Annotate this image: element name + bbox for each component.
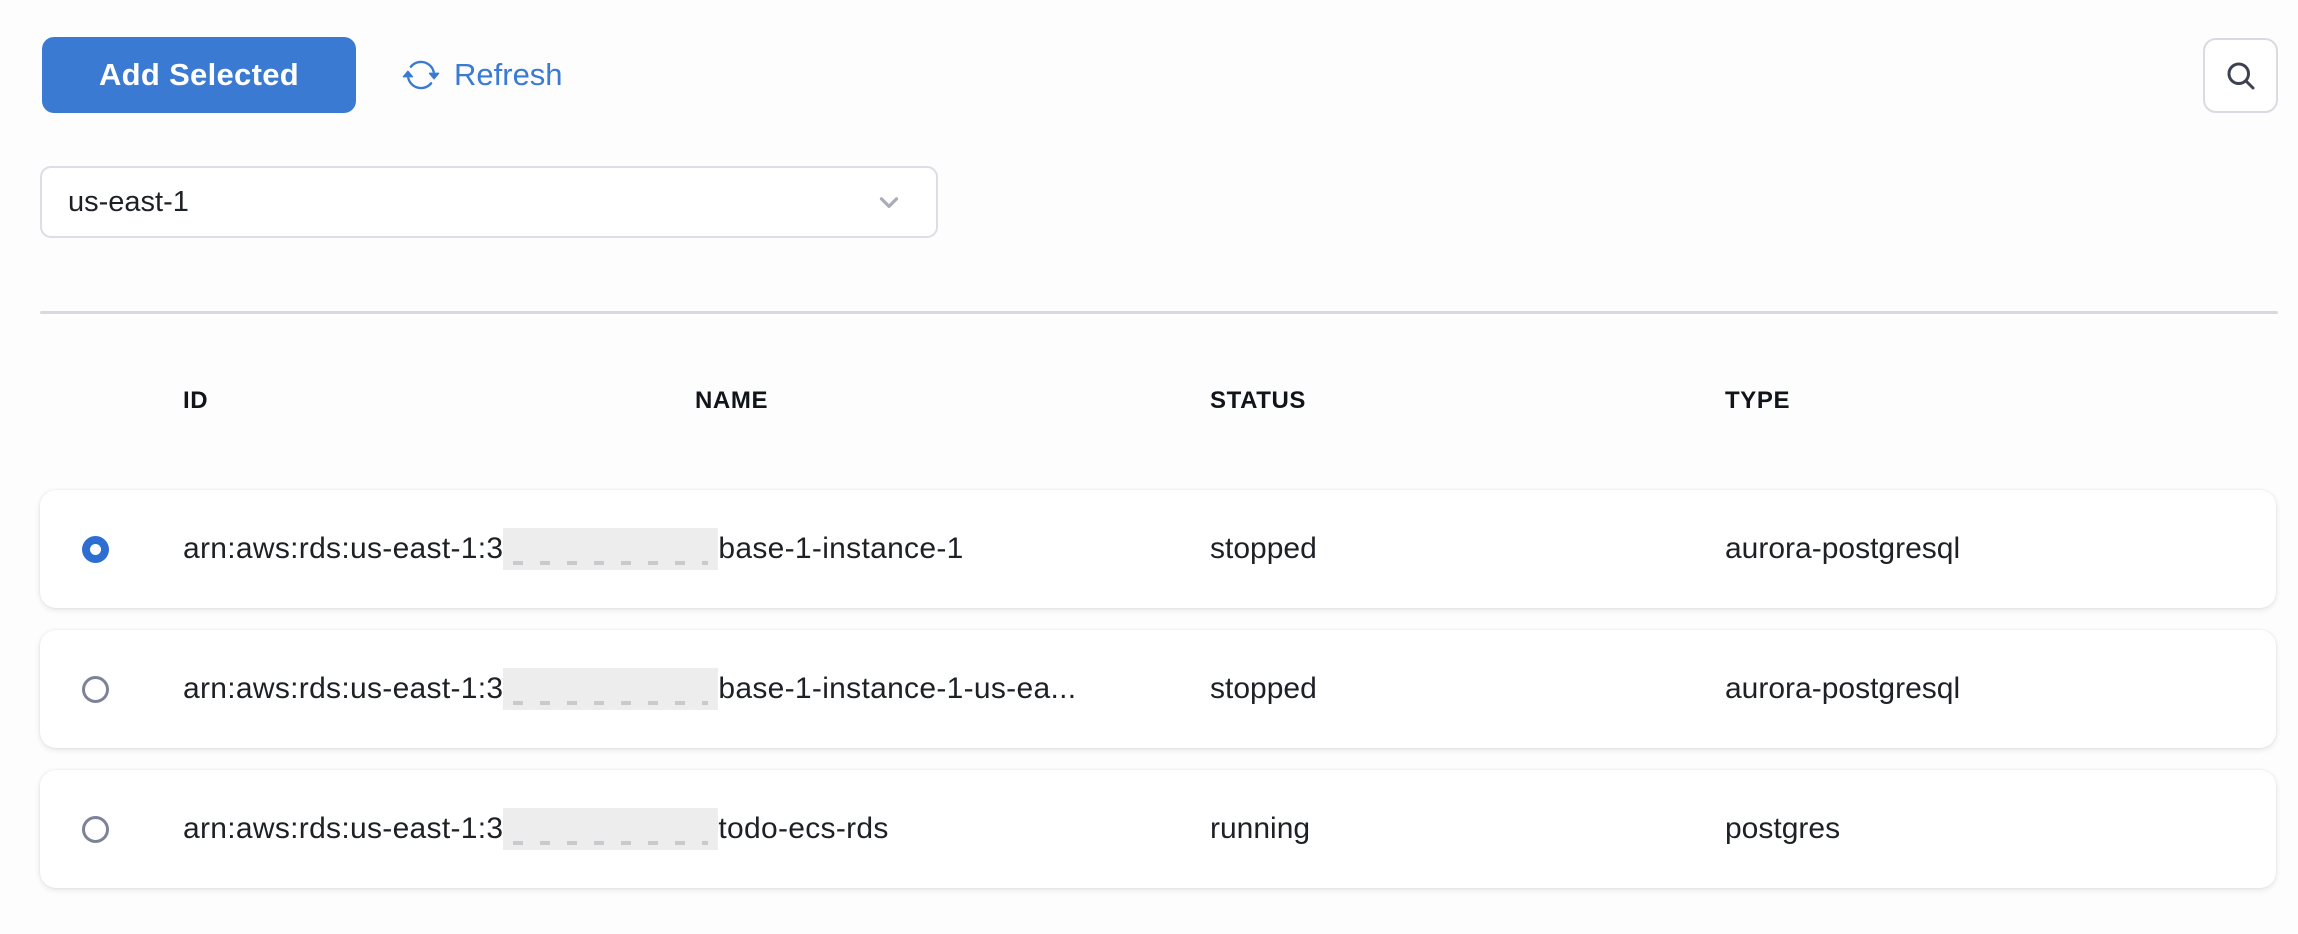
status-value: running (1210, 812, 1311, 845)
instance-id-suffix: base-1-instance-1 (718, 532, 964, 565)
instance-id-prefix: arn:aws:rds:us-east-1:3 (183, 812, 504, 845)
instance-id-suffix: todo-ecs-rds (718, 812, 889, 845)
search-icon (2223, 58, 2259, 94)
chevron-down-icon (874, 187, 904, 217)
region-select[interactable]: us-east-1 (40, 166, 938, 238)
radio-cell (40, 535, 183, 563)
type-value: postgres (1725, 812, 1841, 845)
redacted-text (503, 668, 719, 710)
redacted-text (503, 528, 719, 570)
type-value: aurora-postgresql (1725, 672, 1961, 705)
type-value: aurora-postgresql (1725, 532, 1961, 565)
column-header-status: STATUS (1210, 387, 1307, 414)
instance-id-prefix: arn:aws:rds:us-east-1:3 (183, 672, 504, 705)
table-row[interactable]: arn:aws:rds:us-east-1:3 base-1-instance-1… (40, 490, 2276, 608)
instance-id: arn:aws:rds:us-east-1:3 todo-ecs-rds (183, 808, 1210, 850)
instance-id: arn:aws:rds:us-east-1:3 base-1-instance-1… (183, 668, 1210, 710)
radio-cell (40, 675, 183, 703)
divider (40, 311, 2278, 314)
instance-id-prefix: arn:aws:rds:us-east-1:3 (183, 532, 504, 565)
refresh-icon (402, 56, 440, 94)
refresh-label: Refresh (454, 57, 563, 92)
status-value: stopped (1210, 672, 1317, 705)
column-header-id: ID (183, 387, 209, 414)
refresh-button[interactable]: Refresh (402, 37, 563, 113)
table-header: ID NAME STATUS TYPE (40, 380, 2276, 422)
region-select-value: us-east-1 (68, 185, 189, 218)
add-selected-button[interactable]: Add Selected (42, 37, 356, 113)
column-header-type: TYPE (1725, 387, 1791, 414)
table-row[interactable]: arn:aws:rds:us-east-1:3 base-1-instance-1… (40, 630, 2276, 748)
search-button[interactable] (2203, 38, 2278, 113)
instance-id: arn:aws:rds:us-east-1:3 base-1-instance-1 (183, 528, 1210, 570)
instance-id-suffix: base-1-instance-1-us-ea... (718, 672, 1077, 705)
status-value: stopped (1210, 532, 1317, 565)
radio-button[interactable] (82, 535, 109, 563)
table-row[interactable]: arn:aws:rds:us-east-1:3 todo-ecs-rds runn… (40, 770, 2276, 888)
radio-button[interactable] (82, 815, 109, 843)
radio-cell (40, 815, 183, 843)
column-header-name: NAME (695, 387, 769, 414)
redacted-text (503, 808, 719, 850)
instance-table: arn:aws:rds:us-east-1:3 base-1-instance-1… (40, 490, 2276, 888)
radio-button[interactable] (82, 675, 109, 703)
